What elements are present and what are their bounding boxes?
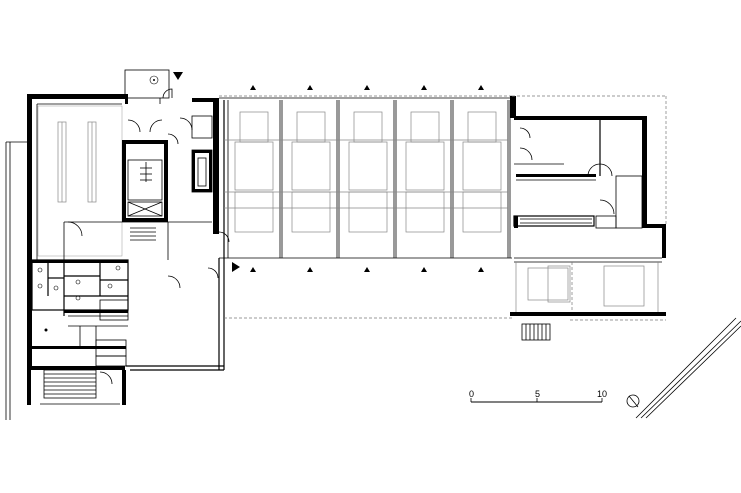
entrance-triangle-icon (173, 72, 183, 80)
west-block (27, 94, 225, 405)
vehicles (234, 111, 502, 233)
bay-markers (250, 85, 484, 272)
entrance-vestibule (124, 69, 173, 104)
north-arrow-icon (626, 394, 640, 408)
site-edge-right (635, 317, 741, 419)
storage-shelves (37, 105, 123, 257)
corridor-walls (63, 115, 213, 260)
stair-bottom-left (40, 369, 120, 405)
stair-core (122, 140, 168, 222)
scale-label-5: 5 (535, 389, 540, 399)
washrooms (31, 259, 129, 367)
site-edge-left (5, 141, 27, 420)
door-swings-west (67, 117, 230, 289)
east-block (510, 95, 667, 341)
side-entrance-icon (232, 262, 240, 272)
scale-label-0: 0 (469, 389, 474, 399)
scale-bar: 0 5 10 (469, 389, 607, 403)
scale-label-10: 10 (597, 389, 607, 399)
